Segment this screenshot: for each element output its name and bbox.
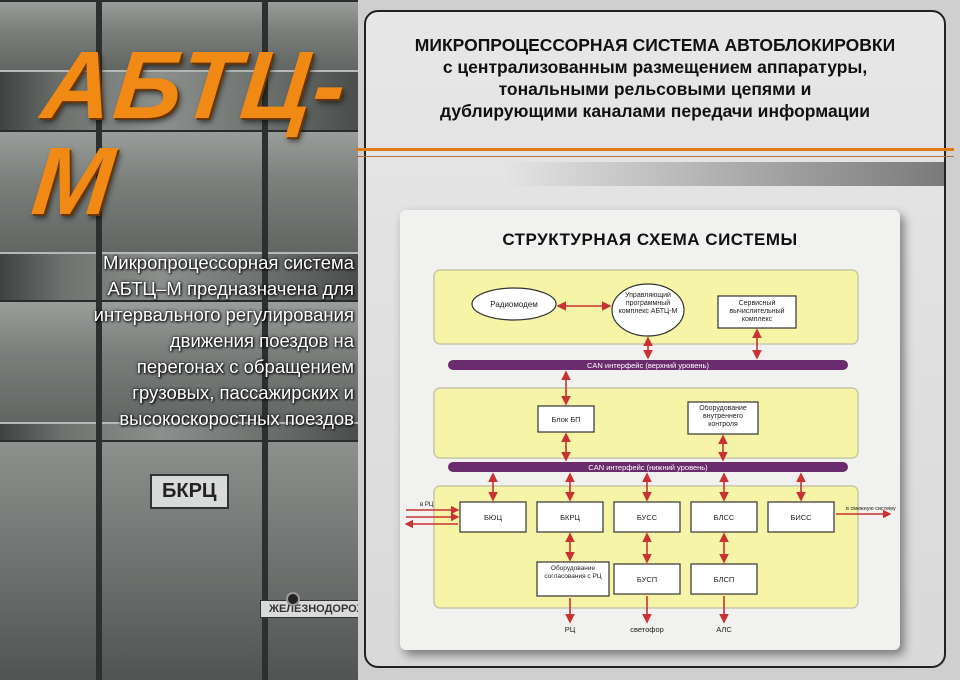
can-bus-lower-label: CAN интерфейс (нижний уровень) (588, 463, 708, 472)
equipment-rack (0, 130, 358, 254)
structure-diagram: CAN интерфейс (верхний уровень) CAN инте… (404, 269, 896, 634)
description-line: Микропроцессорная система (102, 252, 354, 273)
description-line: интервального регулирования (93, 304, 354, 325)
internal-control-node (687, 401, 759, 435)
rack-edge (262, 0, 268, 680)
module-blsp (690, 563, 758, 595)
description-line: движения поездов на (169, 330, 354, 351)
module-biss (767, 501, 835, 533)
input-left-label: в РЦ (420, 502, 434, 508)
title-line: МИКРОПРОЦЕССОРНАЯ СИСТЕМА АВТОБЛОКИРОВКИ (414, 35, 896, 55)
module-blsp-label: БЛСП (714, 575, 735, 584)
rc-matching-node (536, 561, 610, 597)
control-complex-node (611, 283, 685, 337)
orange-divider-thin (356, 156, 954, 157)
radiomodem-label: Радиомодем (490, 300, 538, 309)
lower-modules: БЮЦ БКРЦ БУСС БЛСС БИСС (459, 501, 835, 533)
block-bp-label: Блок БП (551, 415, 580, 424)
equipment-nameplate: БКРЦ (150, 474, 229, 509)
service-complex-label-box: Сервисный вычислительный комплекс (729, 300, 785, 323)
structure-diagram-card: СТРУКТУРНАЯ СХЕМА СИСТЕМЫ CAN интерфейс … (400, 210, 900, 650)
middle-level-zone (433, 387, 859, 459)
radiomodem-node (471, 287, 557, 321)
output-svetofor-label: светофор (630, 625, 664, 634)
title-line: дублирующими каналами передачи информаци… (440, 101, 870, 121)
shadow-strip (506, 162, 944, 186)
module-bkpc (536, 501, 604, 533)
output-right-label: в смежную систему (846, 506, 896, 512)
page-title: МИКРОПРОЦЕССОРНАЯ СИСТЕМА АВТОБЛОКИРОВКИ… (366, 34, 944, 122)
description-line: высокоскоростных поездов (119, 408, 354, 429)
rack-edge (96, 0, 102, 680)
service-complex-node (717, 295, 797, 329)
internal-control-label: Оборудование внутреннего контроля (699, 405, 747, 428)
description-line: перегонах с обращением (136, 356, 354, 377)
title-line: с централизованным размещением аппаратур… (442, 57, 868, 77)
module-biss-label: БИСС (790, 513, 812, 522)
module-buss-label: БУСС (637, 513, 658, 522)
rc-matching-label-box: Оборудование согласования с РЦ (544, 565, 602, 580)
control-complex-label-box: Управляющий программный комплекс АБТЦ-М (618, 292, 678, 315)
equipment-rack (0, 0, 358, 72)
service-complex-label: Сервисный вычислительный комплекс (729, 300, 785, 323)
description-line: грузовых, пассажирских и (132, 382, 354, 403)
module-bkpc-label: БКРЦ (560, 513, 580, 522)
block-bp-node (537, 405, 595, 433)
system-description: Микропроцессорная система АБТЦ–М предназ… (34, 250, 354, 432)
module-blss-label: БЛСС (714, 513, 735, 522)
equipment-rack (0, 300, 358, 424)
system-logo: АБТЦ-М (27, 32, 353, 235)
can-bus-lower (448, 462, 848, 472)
control-complex-label: Управляющий программный комплекс АБТЦ-М (618, 292, 678, 315)
module-blss (690, 501, 758, 533)
module-buss (613, 501, 681, 533)
output-als-label: АЛС (716, 625, 732, 634)
module-busp (613, 563, 681, 595)
module-bsoc-label: БЮЦ (484, 513, 502, 522)
module-bsoc (459, 501, 527, 533)
internal-control-label-box: Оборудование внутреннего контроля (699, 405, 747, 428)
equipment-photo-panel: БКРЦ ЖЕЛЕЗНОДОРОЖН АБТЦ-М Микропроцессор… (0, 0, 358, 680)
orange-divider (356, 148, 954, 151)
can-bus-upper-label: CAN интерфейс (верхний уровень) (587, 361, 709, 370)
equipment-nameplate-small: ЖЕЛЕЗНОДОРОЖН (260, 600, 358, 618)
output-rc-label: РЦ (565, 625, 576, 634)
title-line: тональными рельсовыми цепями и (498, 79, 812, 99)
module-busp-label: БУСП (637, 575, 657, 584)
knob-icon (286, 592, 300, 606)
can-bus-upper (448, 360, 848, 370)
diagram-title: СТРУКТУРНАЯ СХЕМА СИСТЕМЫ (502, 230, 798, 249)
rc-matching-label: Оборудование согласования с РЦ (544, 565, 602, 580)
description-line: АБТЦ–М предназначена для (107, 278, 354, 299)
